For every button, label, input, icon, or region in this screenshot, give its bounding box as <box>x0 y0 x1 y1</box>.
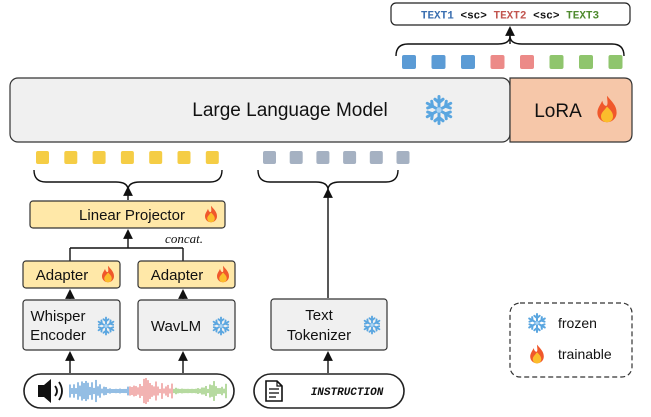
speech-token <box>36 151 49 164</box>
speech-token <box>177 151 191 164</box>
output-brace <box>395 35 625 57</box>
legend-frozen: frozen <box>558 315 597 331</box>
output-token-row <box>402 55 623 69</box>
output-token <box>608 55 623 69</box>
linear-projector-label: Linear Projector <box>79 207 185 224</box>
text-token-row <box>263 151 410 164</box>
whisper-encoder-block <box>22 299 121 351</box>
output-segment-3: TEXT3 <box>566 11 599 23</box>
text-tokenizer-block <box>270 298 388 351</box>
text-token <box>396 151 410 164</box>
whisper-encoder-line2: Encoder <box>30 327 86 344</box>
speech-brace <box>33 169 223 191</box>
text-tokenizer-line2: Tokenizer <box>287 327 351 344</box>
text-token <box>316 151 330 164</box>
whisper-adapter-label: Adapter <box>36 267 89 284</box>
output-token <box>431 55 446 69</box>
speech-token-row <box>36 151 219 164</box>
output-token <box>520 55 534 69</box>
speech-token <box>149 151 163 164</box>
output-token <box>461 55 475 69</box>
linear-projector-block <box>29 200 226 229</box>
output-token <box>549 55 564 69</box>
wavlm-block <box>137 299 236 351</box>
output-token <box>490 55 505 69</box>
output-separator-2: <sc> <box>533 11 560 23</box>
wavlm-label: WavLM <box>151 318 201 335</box>
document-icon <box>265 380 283 402</box>
whisper-adapter-block <box>22 260 121 289</box>
concat-label: concat. <box>165 231 203 246</box>
text-token <box>343 151 357 164</box>
llm-label: Large Language Model <box>192 100 387 121</box>
lora-label: LoRA <box>534 101 582 122</box>
output-segment-1: TEXT1 <box>421 11 454 23</box>
instruction-label: INSTRUCTION <box>311 387 384 399</box>
output-segment-2: TEXT2 <box>493 11 526 23</box>
instruction-input-pill <box>253 373 405 409</box>
text-token <box>263 151 276 164</box>
output-token <box>579 55 593 69</box>
output-text-box <box>390 2 631 26</box>
speech-token <box>120 151 134 164</box>
speech-token <box>205 151 219 164</box>
output-separator-1: <sc> <box>460 11 487 23</box>
audio-waveform <box>69 377 227 405</box>
speaker-icon <box>38 379 63 403</box>
legend-trainable: trainable <box>558 346 612 362</box>
text-brace <box>257 169 399 191</box>
speech-token <box>92 151 106 164</box>
text-token <box>369 151 383 164</box>
wavlm-adapter-label: Adapter <box>151 267 204 284</box>
output-text: TEXT1 <sc> TEXT2 <sc> TEXT3 <box>421 11 600 23</box>
output-token <box>402 55 416 69</box>
lora-block <box>509 77 633 143</box>
audio-input-pill <box>23 373 235 409</box>
whisper-encoder-line1: Whisper <box>30 308 85 325</box>
wavlm-adapter-block <box>137 260 236 289</box>
text-tokenizer-line1: Text <box>305 307 333 324</box>
text-token <box>289 151 303 164</box>
speech-token <box>64 151 78 164</box>
